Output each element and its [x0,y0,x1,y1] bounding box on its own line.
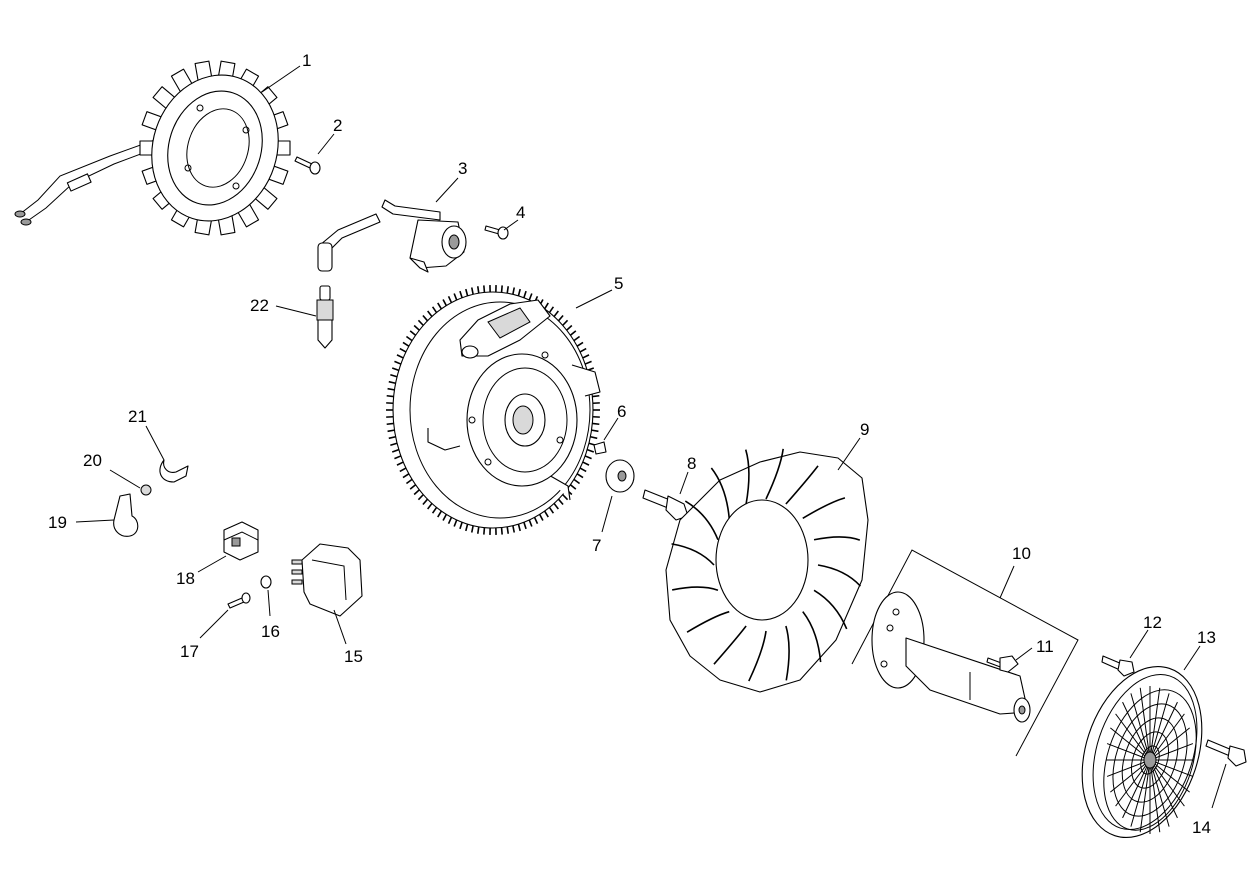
bolt-part-14 [1205,739,1247,767]
callout-13: 13 [1197,628,1216,647]
callout-12: 12 [1143,613,1162,632]
rotating-screen-part [1081,665,1203,839]
callout-6: 6 [617,402,626,421]
screw-part-12 [1101,655,1135,677]
callout-5: 5 [614,274,623,293]
clamp-part-21 [159,459,189,483]
screw-part-4 [484,225,509,240]
connector-part [223,521,259,561]
callout-1: 1 [302,51,311,70]
callout-16: 16 [261,622,280,641]
callout-labels: 1 2 3 4 5 6 7 8 9 10 11 12 13 14 15 16 1… [48,51,1216,837]
nut-part-20 [140,484,152,496]
callout-18: 18 [176,569,195,588]
callout-8: 8 [687,454,696,473]
flywheel-part [386,285,601,535]
callout-22: 22 [250,296,269,315]
screw-part-17 [227,592,251,609]
washer-part-7 [605,459,635,493]
rectifier-part [291,543,363,617]
stator-part [14,60,291,236]
leader-lines [75,65,1227,809]
screw-part-2 [294,156,321,175]
callout-14: 14 [1192,818,1211,837]
callout-10: 10 [1012,544,1031,563]
ignition-coil-part [317,199,467,273]
callout-7: 7 [592,536,601,555]
callout-9: 9 [860,420,869,439]
spark-plug-part [316,285,334,349]
cooling-fan-part [665,448,869,693]
callout-11: 11 [1036,637,1054,656]
clamp-part-19 [113,493,139,537]
callout-3: 3 [458,159,467,178]
washer-part-16 [260,575,272,589]
callout-17: 17 [180,642,199,661]
callout-19: 19 [48,513,67,532]
bolt-part-8 [642,489,689,521]
callout-4: 4 [516,203,525,222]
callout-20: 20 [83,451,102,470]
callout-15: 15 [344,647,363,666]
adapter-shaft-part [851,549,1079,757]
key-part-6 [593,441,607,455]
callout-21: 21 [128,407,147,426]
callout-2: 2 [333,116,342,135]
